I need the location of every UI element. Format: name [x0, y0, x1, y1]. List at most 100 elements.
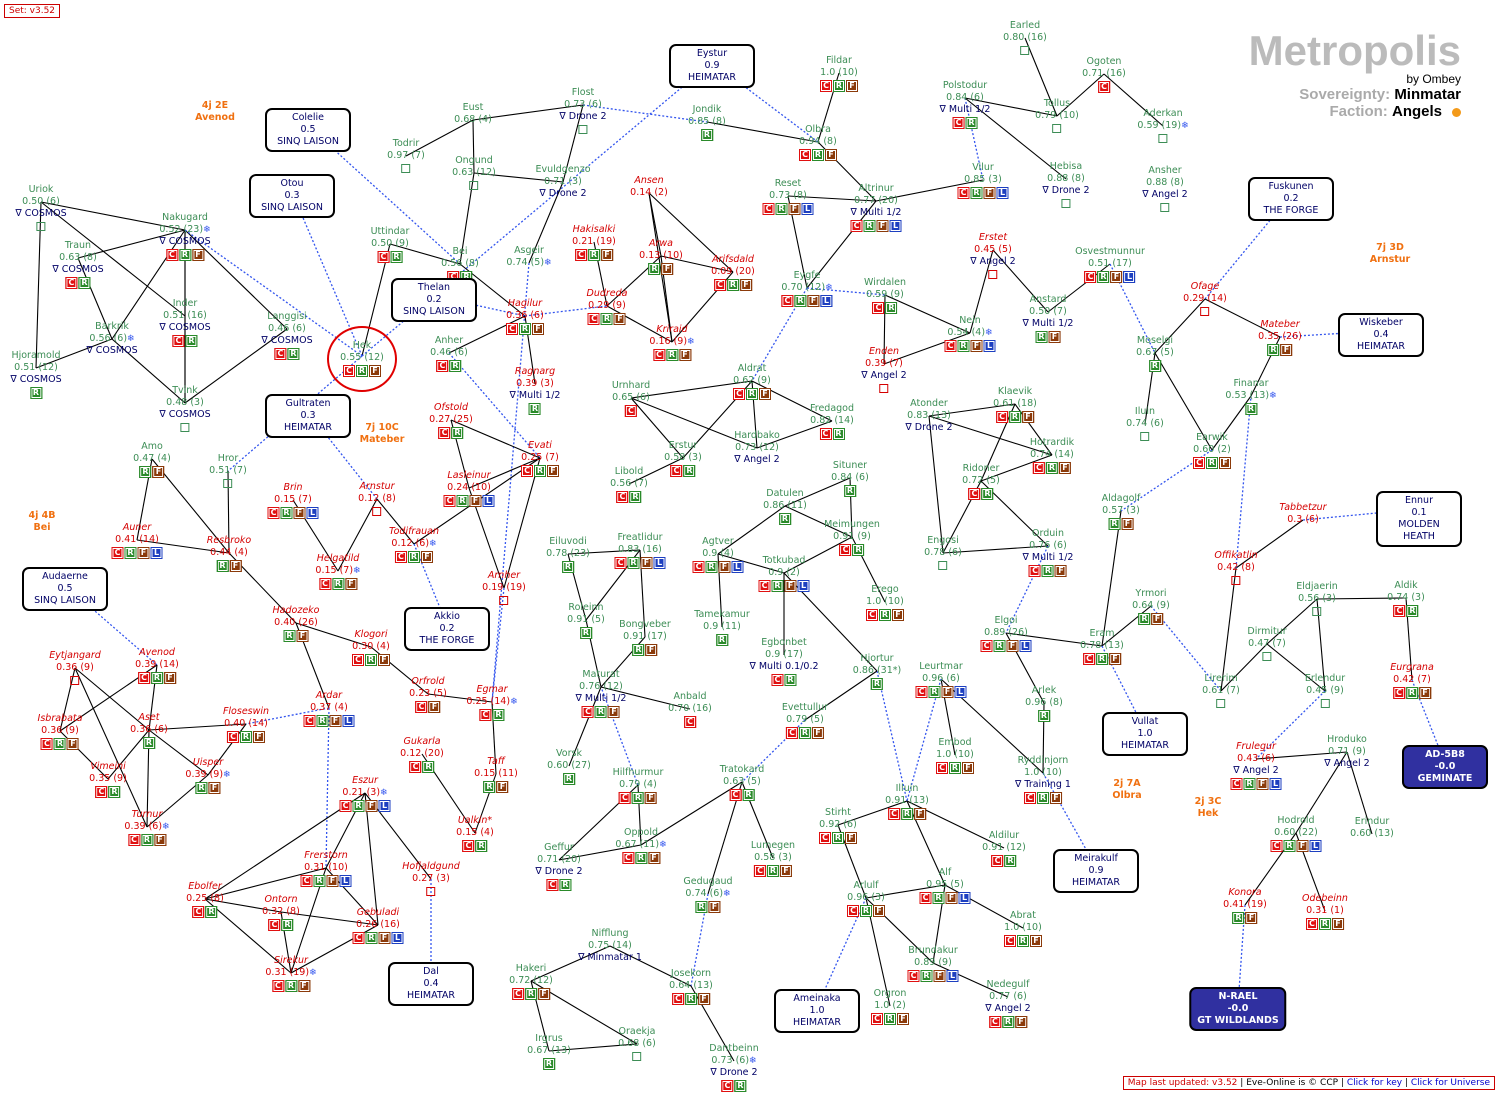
universe-link[interactable]: Click for Universe	[1410, 1078, 1490, 1088]
